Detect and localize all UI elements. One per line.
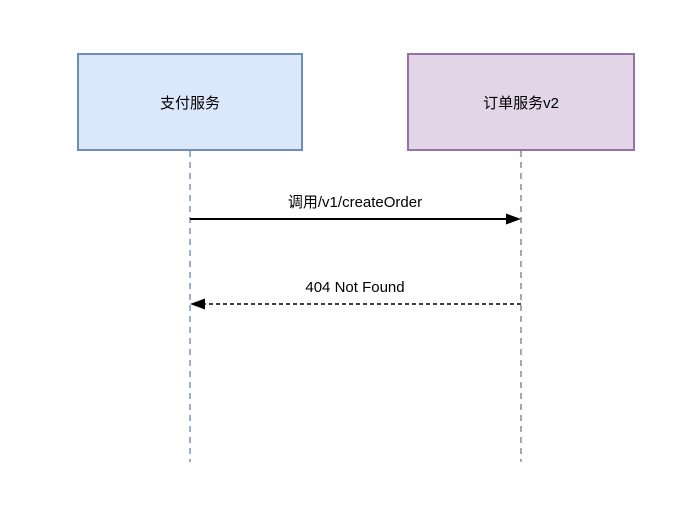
arrowhead-right-icon: [506, 213, 521, 225]
arrowhead-left-icon: [190, 298, 205, 310]
message-arrow-call: [190, 213, 521, 225]
participant-order-service-v2-label: 订单服务v2: [483, 94, 559, 112]
message-arrow-return: [190, 298, 521, 310]
participant-order-service-v2: 订单服务v2: [407, 53, 635, 151]
message-label-call: 调用/v1/createOrder: [287, 194, 423, 211]
participant-payment-service: 支付服务: [77, 53, 303, 151]
message-label-return: 404 Not Found: [305, 279, 405, 296]
participant-payment-service-label: 支付服务: [159, 94, 220, 112]
